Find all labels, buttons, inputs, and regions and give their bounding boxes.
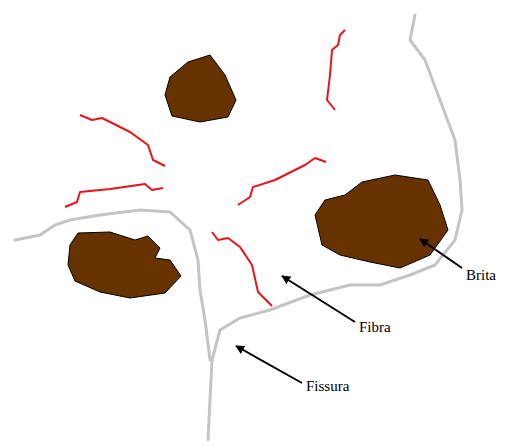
crack [15, 15, 462, 440]
part-label: Brita [466, 266, 496, 284]
leader-arrows [236, 239, 462, 383]
fibers [65, 30, 345, 306]
part-label: Fibra [359, 318, 391, 336]
aggregates [68, 55, 448, 298]
part-label: Fissura [306, 377, 349, 395]
